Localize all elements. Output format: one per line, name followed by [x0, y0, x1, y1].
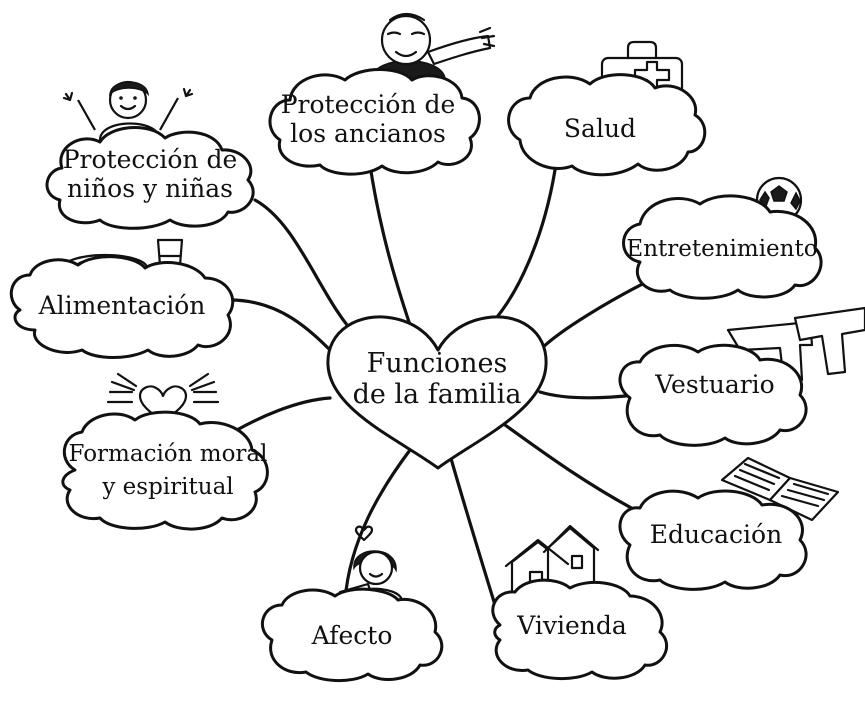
cloud-afecto: [261, 587, 444, 683]
branch-ninos: [253, 198, 362, 342]
open-book-icon: [720, 456, 840, 522]
cloud-formacion: [61, 410, 269, 531]
cloud-proteccion-ancianos: [268, 68, 481, 176]
cloud-entretenimiento: [622, 194, 823, 300]
node-proteccion-ancianos: Protección de los ancianos: [268, 12, 496, 176]
branch-ancianos: [368, 163, 412, 327]
node-entretenimiento: Entretenimiento: [622, 176, 823, 300]
center-title-line2: de la familia: [353, 379, 522, 410]
heart-shape: [326, 315, 548, 470]
branch-alimentacion: [228, 298, 337, 357]
label-entretenimiento: Entretenimiento: [626, 236, 817, 262]
label-ancianos-line1: Protección de: [281, 90, 456, 119]
cloud-salud: [507, 73, 707, 177]
cloud-alimentacion: [9, 255, 235, 359]
label-educacion: Educación: [650, 520, 782, 549]
cloud-educacion: [618, 489, 808, 591]
node-salud: Salud: [507, 40, 707, 177]
node-afecto: Afecto: [261, 525, 444, 683]
node-formacion: Formación moral y espiritual: [61, 372, 269, 531]
label-salud: Salud: [564, 114, 636, 143]
center-title-line1: Funciones: [367, 348, 508, 379]
label-ninos-line2: niños y niñas: [67, 174, 233, 203]
cloud-proteccion-ninos: [45, 126, 255, 230]
node-proteccion-ninos: Protección de niños y niñas: [45, 80, 255, 230]
branch-vivienda: [448, 453, 497, 607]
node-vestuario: Vestuario: [618, 306, 865, 447]
cloud-vestuario: [618, 343, 808, 447]
cloud-vivienda: [491, 578, 668, 681]
branch-vestuario: [538, 390, 637, 400]
node-vivienda: Vivienda: [491, 524, 668, 681]
branch-afecto: [343, 448, 412, 602]
label-ancianos-line2: los ancianos: [290, 119, 446, 148]
label-formacion-line1: Formación moral: [69, 441, 268, 467]
label-formacion-line2: y espiritual: [101, 474, 233, 500]
label-vestuario: Vestuario: [654, 370, 774, 399]
center-heart: Funciones de la familia: [326, 315, 548, 470]
node-educacion: Educación: [618, 456, 840, 591]
node-alimentacion: Alimentación: [9, 238, 235, 359]
label-afecto: Afecto: [311, 621, 393, 650]
label-alimentacion: Alimentación: [38, 291, 206, 320]
branch-entretenimiento: [538, 273, 662, 352]
label-ninos-line1: Protección de: [63, 145, 238, 174]
elder-illustration: [371, 12, 496, 79]
branch-educacion: [503, 423, 637, 512]
branch-salud: [478, 168, 557, 337]
radiant-heart-icon: [106, 372, 220, 424]
label-vivienda: Vivienda: [516, 611, 627, 640]
